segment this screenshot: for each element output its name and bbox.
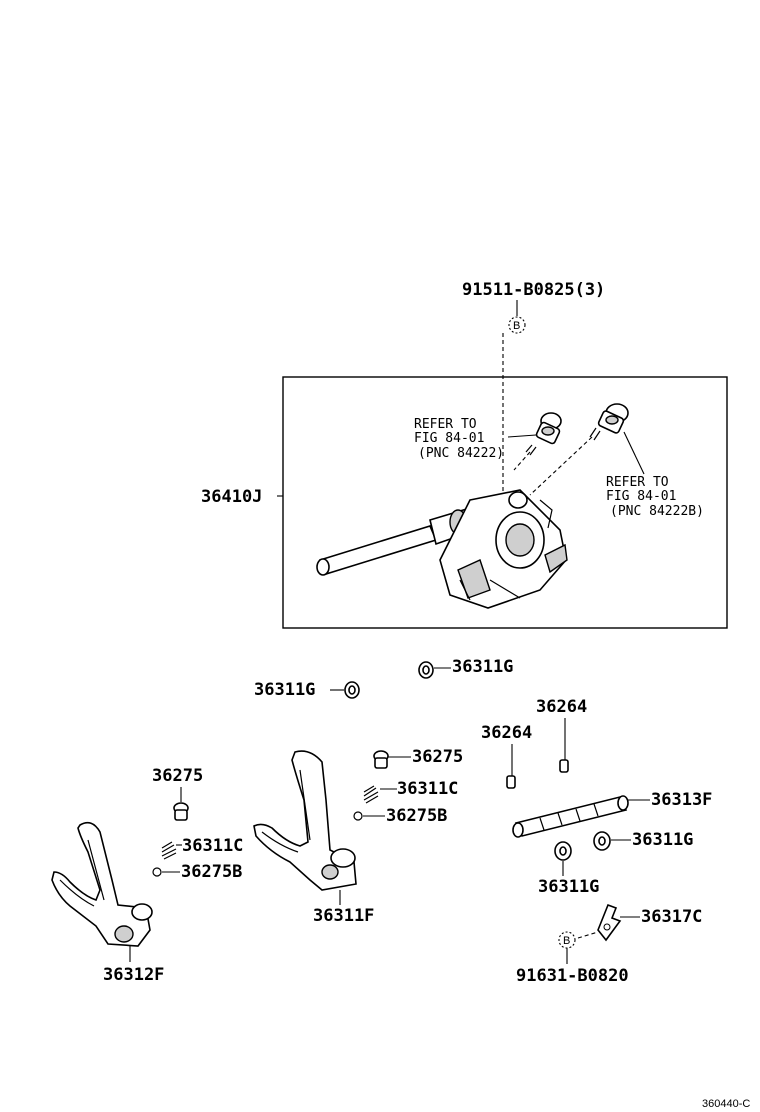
label-36311g-bottom: 36311G [538,877,599,897]
label-36275b-left: 36275B [181,862,242,882]
clip-36317c [597,903,622,942]
plug-36275-left [173,802,189,821]
b-marker-top [508,316,526,334]
label-36311f: 36311F [313,906,374,926]
spring-36311c-middle [363,785,379,804]
shift-fork-36312f [51,821,153,947]
seal-36311g-top [418,661,434,679]
label-91631-b0820: 91631-B0820 [516,966,629,986]
ball-36275b-left [152,867,162,877]
label-36311g-right: 36311G [632,830,693,850]
ball-36275b-middle [353,811,363,821]
label-36275b-middle: 36275B [386,806,447,826]
label-36264-right: 36264 [536,697,587,717]
dashed-bolt-bottom [577,931,599,939]
switch-84222b [589,403,629,441]
shift-fork-36311f [253,750,357,891]
refer2-line3: (PNC 84222B) [610,504,704,519]
b-marker-top-text: B [513,320,520,332]
leader-refer2 [623,431,645,475]
refer2-line1: REFER TO [606,475,669,490]
shift-rail-36313f [512,795,629,838]
shift-lever-housing [316,489,568,609]
label-36275-middle: 36275 [412,747,463,767]
seal-36311g-bottom [554,841,572,861]
seal-36311g-left [344,681,360,699]
label-36311g-left: 36311G [254,680,315,700]
refer1-line3: (PNC 84222) [418,446,504,461]
label-36311c-middle: 36311C [397,779,458,799]
label-36311c-left: 36311C [182,836,243,856]
refer2-line2: FIG 84-01 [606,489,676,504]
b-marker-bottom-text: B [563,935,570,947]
label-36275-left: 36275 [152,766,203,786]
pin-36264-left [506,775,516,789]
label-36410j: 36410J [201,487,262,507]
pin-36264-right [559,759,569,773]
label-36311g-top: 36311G [452,657,513,677]
figure-code: 360440-C [702,1098,750,1110]
plug-36275-middle [373,750,389,769]
label-91511-b0825: 91511-B0825(3) [462,280,605,300]
leader-refer1 [507,434,537,438]
label-36264-left: 36264 [481,723,532,743]
refer1-line2: FIG 84-01 [414,431,484,446]
spring-36311c-left [161,841,177,860]
label-36312f: 36312F [103,965,164,985]
label-36313f: 36313F [651,790,712,810]
dashed-switch-paths [513,436,593,496]
label-36317c: 36317C [641,907,702,927]
switch-84222 [525,412,562,456]
assembly-frame [282,376,728,629]
refer1-line1: REFER TO [414,417,477,432]
seal-36311g-right [593,831,611,851]
